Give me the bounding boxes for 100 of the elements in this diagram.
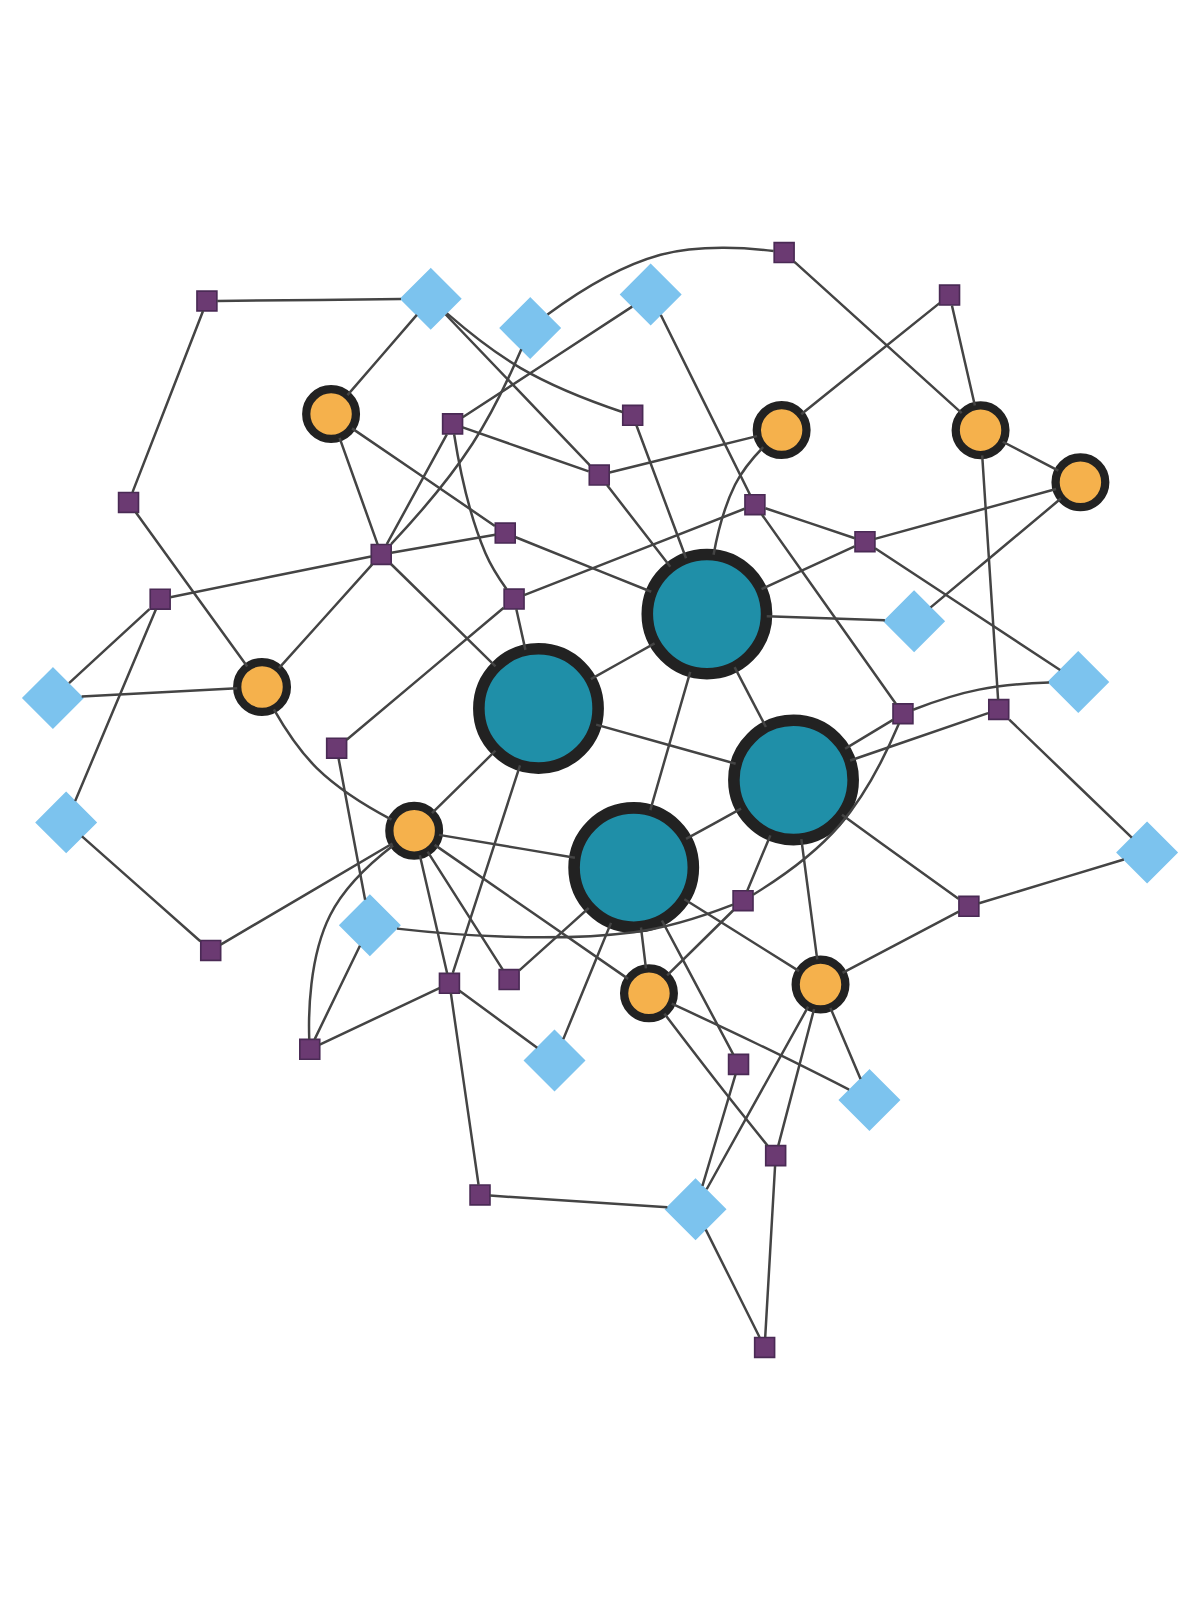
connector xyxy=(649,671,692,811)
connector xyxy=(746,834,772,892)
connector xyxy=(396,903,734,939)
connector xyxy=(345,606,505,741)
connector xyxy=(800,838,819,960)
connector xyxy=(170,555,372,599)
connector xyxy=(444,313,591,466)
node-diamond xyxy=(523,1029,586,1092)
connector xyxy=(351,427,496,527)
connector xyxy=(761,545,856,591)
connector xyxy=(562,922,613,1040)
node-box xyxy=(503,588,525,610)
node-box xyxy=(494,522,516,544)
connector xyxy=(217,297,401,303)
connector xyxy=(639,927,648,969)
node-diamond xyxy=(619,263,682,326)
connector xyxy=(760,513,897,705)
connector xyxy=(777,1008,816,1146)
connector xyxy=(849,712,989,762)
node-box xyxy=(621,404,644,427)
connector xyxy=(1008,718,1133,839)
connector xyxy=(68,608,151,685)
connector xyxy=(671,1002,850,1091)
node-box xyxy=(987,698,1010,721)
connector xyxy=(829,1007,862,1080)
node-diamond xyxy=(35,791,98,854)
connector xyxy=(431,749,497,815)
connector xyxy=(518,907,590,972)
connector xyxy=(606,484,672,568)
connector xyxy=(752,723,900,896)
connector xyxy=(712,446,765,555)
connector xyxy=(220,842,394,946)
connector xyxy=(666,909,734,977)
connector xyxy=(763,1165,777,1338)
node-box xyxy=(370,543,392,566)
connector xyxy=(489,1194,668,1209)
connector xyxy=(313,945,362,1040)
node-circle xyxy=(951,401,1010,460)
connector xyxy=(733,666,767,728)
connector xyxy=(81,687,238,698)
node-circle xyxy=(620,964,678,1023)
connector xyxy=(874,487,1057,541)
node-diamond xyxy=(664,1178,727,1241)
node-box xyxy=(753,1336,776,1359)
node-diamond xyxy=(838,1069,901,1132)
node-circle xyxy=(752,401,811,460)
connector xyxy=(546,246,774,316)
node-box xyxy=(744,493,766,516)
connector xyxy=(131,310,205,493)
connector xyxy=(272,708,393,821)
connector xyxy=(764,507,856,540)
node-box xyxy=(892,703,914,725)
node-box xyxy=(854,530,876,553)
node-circle xyxy=(233,658,292,716)
connector xyxy=(685,807,742,840)
node-box xyxy=(938,284,961,306)
node-circle xyxy=(641,548,773,680)
connector xyxy=(523,507,746,597)
connector xyxy=(793,261,963,415)
connector xyxy=(912,681,1049,711)
connector xyxy=(418,854,449,974)
connector xyxy=(426,851,504,970)
node-box xyxy=(299,1038,321,1061)
connector xyxy=(515,536,652,593)
connector xyxy=(391,533,496,554)
node-diamond xyxy=(399,267,462,330)
node-circle xyxy=(1051,453,1110,512)
connector xyxy=(307,844,394,1039)
node-diamond xyxy=(883,590,946,653)
connector xyxy=(433,843,629,980)
node-box xyxy=(149,588,171,610)
connector xyxy=(978,858,1125,905)
node-box xyxy=(469,1184,491,1206)
connector xyxy=(660,919,735,1055)
node-box xyxy=(325,737,348,759)
connector xyxy=(929,497,1062,609)
connector xyxy=(635,425,688,559)
connector xyxy=(705,1006,810,1190)
connector xyxy=(452,434,508,590)
connector xyxy=(462,426,590,473)
connector xyxy=(701,1074,737,1187)
node-box xyxy=(773,241,795,264)
node-box xyxy=(588,464,611,486)
connector xyxy=(390,348,523,545)
connector xyxy=(446,312,623,414)
connector xyxy=(462,305,633,419)
connector xyxy=(278,563,374,669)
connector xyxy=(134,511,249,668)
node-box xyxy=(958,895,980,918)
connector xyxy=(874,547,1061,672)
connector xyxy=(704,1229,761,1338)
connector xyxy=(74,609,157,802)
connector xyxy=(458,989,538,1049)
node-diamond xyxy=(1116,821,1179,884)
connector xyxy=(385,433,448,545)
node-box xyxy=(727,1053,750,1076)
connector xyxy=(337,758,367,901)
connector xyxy=(844,718,894,750)
connector xyxy=(950,305,977,406)
connector xyxy=(663,1012,769,1147)
